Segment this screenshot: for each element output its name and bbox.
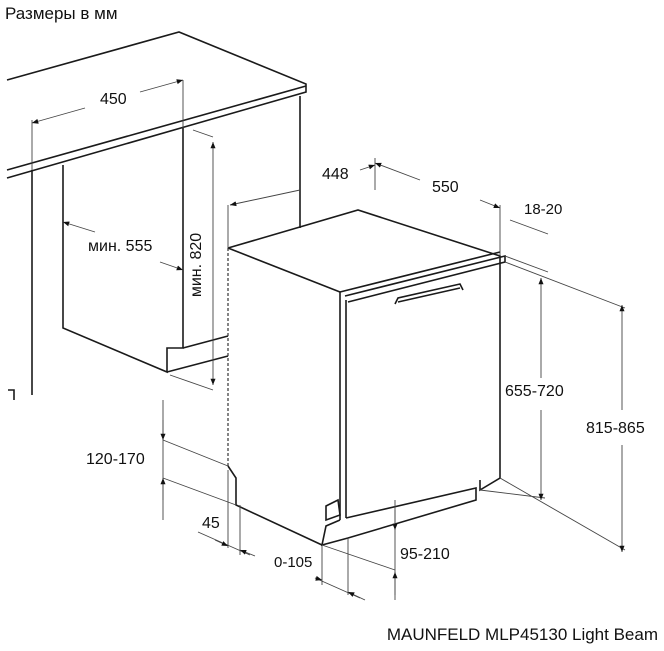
dim-door-height: 655-720 [505, 383, 564, 400]
niche-cabinet [62, 128, 229, 374]
countertop [6, 31, 307, 400]
dim-appliance-width: 448 [322, 166, 349, 183]
dim-total-height: 815-865 [586, 420, 645, 437]
dim-niche-depth: мин. 555 [88, 238, 153, 255]
dim-appliance-depth: 550 [432, 179, 459, 196]
diagram-title: Размеры в мм [5, 4, 118, 23]
dim-plinth-height: 120-170 [86, 451, 145, 468]
dim-countertop-depth: 450 [100, 91, 127, 108]
dimension-lines [31, 79, 625, 601]
dim-foot-height: 95-210 [400, 546, 450, 563]
model-caption: MAUNFELD MLP45130 Light Beam [386, 625, 658, 644]
dim-door-gap: 18-20 [524, 201, 563, 218]
dim-plinth-depth: 0-105 [274, 554, 313, 571]
dishwasher [227, 209, 506, 547]
dim-niche-height: мин. 820 [188, 232, 206, 298]
dim-plinth-offset: 45 [202, 515, 220, 532]
